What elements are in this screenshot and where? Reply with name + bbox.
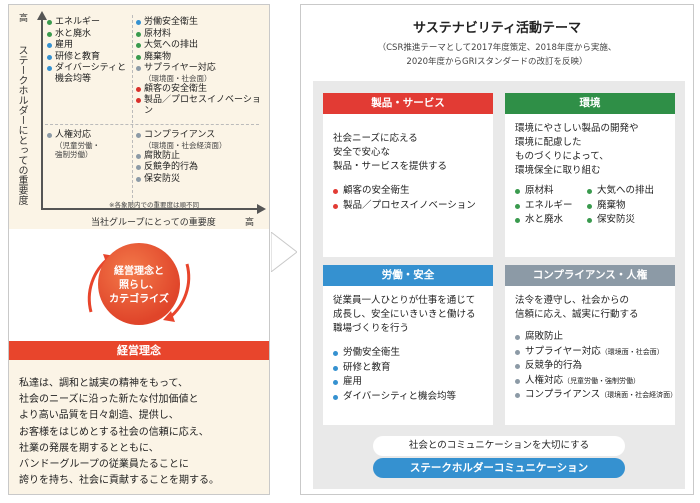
list-item: 水と廃水 <box>47 29 126 40</box>
x-axis-high-label: 高 <box>245 218 255 228</box>
communication-statement: 社会とのコミュニケーションを大切にする <box>373 436 625 456</box>
list-item: 反競争的行為 <box>515 359 675 374</box>
x-axis <box>41 208 259 210</box>
list-item: コンプライアンス（環境面・社会経済面） <box>515 388 677 403</box>
list-item: 大気への排出 <box>136 40 269 51</box>
card-title: コンプライアンス・人権 <box>505 265 675 286</box>
card-title: 労働・安全 <box>323 265 493 286</box>
philosophy-text: 私達は、調和と誠実の精神をもって、 社会のニーズに沿った新たな付加価値と より高… <box>9 360 269 494</box>
card-labor-safety: 労働・安全 従業員一人ひとりが仕事を通じて 成長し、安全にいきいきと働ける 職場… <box>323 265 493 425</box>
card-items: 原材料 大気への排出 エネルギー 廃棄物 水と廃水 保安防災 <box>505 184 675 228</box>
x-axis-label: 当社グループにとっての重要度 <box>91 218 216 228</box>
chevron-right-icon <box>271 232 297 272</box>
list-item: 保安防災 <box>136 174 227 185</box>
list-item: サプライヤー対応（環境面・社会面） <box>515 345 675 360</box>
list-item: 原材料 <box>136 29 269 40</box>
list-item: 腐敗防止 <box>515 330 675 345</box>
y-axis-label: ステークホルダーにとっての重要度 <box>16 45 27 205</box>
subtitle-line-1: （CSR推進テーマとして2017年度策定、2018年度から実施、 <box>377 43 617 53</box>
card-description: 環境にやさしい製品の開発や 環境に配慮した ものづくりによって、 環境保全に取り… <box>515 123 639 176</box>
stakeholder-communication-banner: ステークホルダーコミュニケーション <box>373 458 625 478</box>
cycle-arrows-icon <box>87 254 191 322</box>
list-item: 廃棄物 <box>136 52 269 63</box>
categorize-circle: 経営理念と 照らし、 カテゴライズ <box>98 243 180 325</box>
list-item: サプライヤー対応（環境面・社会面） <box>136 63 269 83</box>
list-item: 顧客の安全衛生 <box>136 84 269 95</box>
list-item: 人権対応（児童労働・強制労働） <box>515 374 675 389</box>
y-axis <box>41 19 43 209</box>
card-description: 社会ニーズに応える 安全で安心な 製品・サービスを提供する <box>333 133 448 172</box>
list-item: 研修と教育 <box>47 52 126 63</box>
card-title: 環境 <box>505 93 675 114</box>
quadrant-bottom-left: 人権対応（児童労働・強制労働） <box>47 130 100 160</box>
y-axis-high-label: 高 <box>19 14 29 24</box>
card-title: 製品・サービス <box>323 93 493 114</box>
card-description: 法令を遵守し、社会からの 信頼に応え、誠実に行動する <box>515 295 639 320</box>
x-axis-arrow <box>257 204 266 214</box>
list-item: ダイバーシティと機会均等 <box>333 390 493 405</box>
card-items: 腐敗防止 サプライヤー対応（環境面・社会面） 反競争的行為 人権対応（児童労働・… <box>505 330 677 403</box>
materiality-matrix: 高 ステークホルダーにとっての重要度 当社グループにとっての重要度 高 エネルギ… <box>9 5 269 229</box>
list-item: 製品／プロセスイノベーション <box>136 95 269 117</box>
card-products-services: 製品・サービス 社会ニーズに応える 安全で安心な 製品・サービスを提供する 顧客… <box>323 93 493 257</box>
list-item: 原材料 <box>515 184 587 199</box>
card-items: 顧客の安全衛生 製品／プロセスイノベーション <box>323 184 493 213</box>
card-compliance-human-rights: コンプライアンス・人権 法令を遵守し、社会からの 信頼に応え、誠実に行動する 腐… <box>505 265 677 425</box>
list-item: 製品／プロセスイノベーション <box>333 199 493 214</box>
list-item: 水と廃水 <box>515 213 587 228</box>
card-environment: 環境 環境にやさしい製品の開発や 環境に配慮した ものづくりによって、 環境保全… <box>505 93 675 257</box>
list-item: 労働安全衛生 <box>333 346 493 361</box>
quadrant-bottom-right: コンプライアンス（環境面・社会経済面） 腐敗防止 反競争的行為 保安防災 <box>136 130 227 185</box>
list-item: 顧客の安全衛生 <box>333 184 493 199</box>
list-item: 研修と教育 <box>333 361 493 376</box>
philosophy-heading: 経営理念 <box>9 341 269 360</box>
list-item: 人権対応（児童労働・強制労働） <box>47 130 100 159</box>
matrix-note: ※各象限内での重要度は順不同 <box>109 201 199 209</box>
quadrant-top-right: 労働安全衛生 原材料 大気への排出 廃棄物 サプライヤー対応（環境面・社会面） … <box>136 17 269 118</box>
list-item: 大気への排出 <box>587 184 677 199</box>
quadrant-divider-horizontal <box>45 124 259 125</box>
page-title: サステナビリティ活動テーマ <box>413 21 581 36</box>
list-item: エネルギー <box>515 199 587 214</box>
list-item: エネルギー <box>47 17 126 28</box>
list-item: ダイバーシティと機会均等 <box>47 63 126 85</box>
materiality-panel: 高 ステークホルダーにとっての重要度 当社グループにとっての重要度 高 エネルギ… <box>8 4 270 495</box>
categorize-diagram: 経営理念と 照らし、 カテゴライズ <box>69 242 209 334</box>
list-item: 反競争的行為 <box>136 162 227 173</box>
subtitle-line-2: 2020年度からGRIスタンダードの改訂を反映） <box>406 57 588 67</box>
list-item: 労働安全衛生 <box>136 17 269 28</box>
card-description: 従業員一人ひとりが仕事を通じて 成長し、安全にいきいきと働ける 職場づくりを行う <box>333 295 476 334</box>
themes-panel: サステナビリティ活動テーマ （CSR推進テーマとして2017年度策定、2018年… <box>300 4 694 495</box>
list-item: 雇用 <box>47 40 126 51</box>
quadrant-divider-vertical <box>132 15 133 203</box>
list-item: 腐敗防止 <box>136 151 227 162</box>
list-item: 廃棄物 <box>587 199 677 214</box>
list-item: コンプライアンス（環境面・社会経済面） <box>136 130 227 150</box>
y-axis-arrow <box>37 11 47 20</box>
list-item: 保安防災 <box>587 213 677 228</box>
list-item: 雇用 <box>333 375 493 390</box>
card-items: 労働安全衛生 研修と教育 雇用 ダイバーシティと機会均等 <box>323 346 493 404</box>
quadrant-top-left: エネルギー 水と廃水 雇用 研修と教育 ダイバーシティと機会均等 <box>47 17 126 86</box>
